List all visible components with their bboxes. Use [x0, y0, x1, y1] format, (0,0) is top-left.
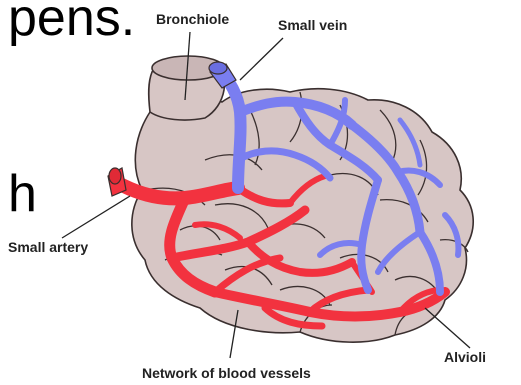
label-alvioli: Alvioli: [444, 349, 486, 365]
label-small-artery: Small artery: [8, 239, 88, 255]
artery-inlet: [108, 168, 126, 196]
label-network-of-blood-vessels: Network of blood vessels: [142, 365, 311, 381]
label-small-vein: Small vein: [278, 17, 347, 33]
label-bronchiole: Bronchiole: [156, 11, 229, 27]
